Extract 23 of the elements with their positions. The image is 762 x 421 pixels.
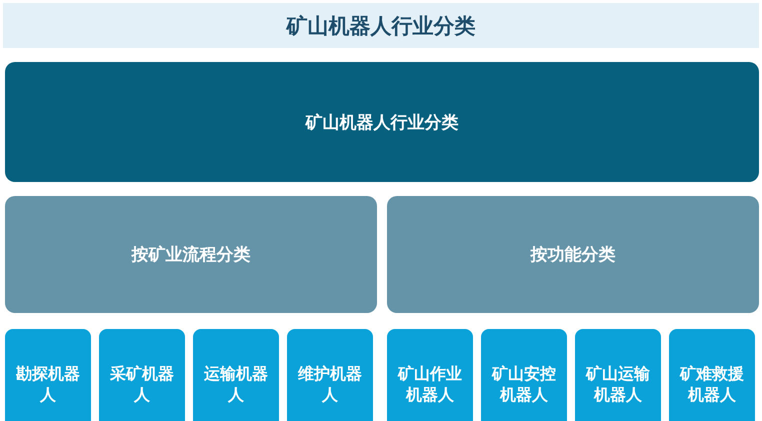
category-box [5, 196, 377, 313]
box-label: 勘探机器人 [15, 363, 81, 405]
title-banner: 矿山机器人行业分类 [3, 3, 759, 48]
box-label: 矿山运输机器人 [584, 363, 651, 405]
box-label: 按矿业流程分类 [132, 244, 250, 266]
robot-type-box [481, 329, 567, 421]
robot-type-box [193, 329, 279, 421]
category-box [387, 196, 759, 313]
box-label: 矿山机器人行业分类 [306, 112, 458, 134]
box-label: 按功能分类 [530, 244, 616, 266]
robot-type-box [99, 329, 185, 421]
root-category-box [5, 62, 759, 182]
robot-type-box [669, 329, 755, 421]
box-label: 运输机器人 [203, 363, 269, 405]
box-label: 矿难救援机器人 [678, 363, 745, 405]
box-label: 矿山安控机器人 [490, 363, 557, 405]
box-label: 矿山作业机器人 [396, 363, 463, 405]
robot-type-box [5, 329, 91, 421]
robot-type-box [387, 329, 473, 421]
robot-type-box [575, 329, 661, 421]
robot-type-box [287, 329, 373, 421]
box-label: 维护机器人 [296, 363, 363, 405]
box-label: 采矿机器人 [109, 363, 175, 405]
